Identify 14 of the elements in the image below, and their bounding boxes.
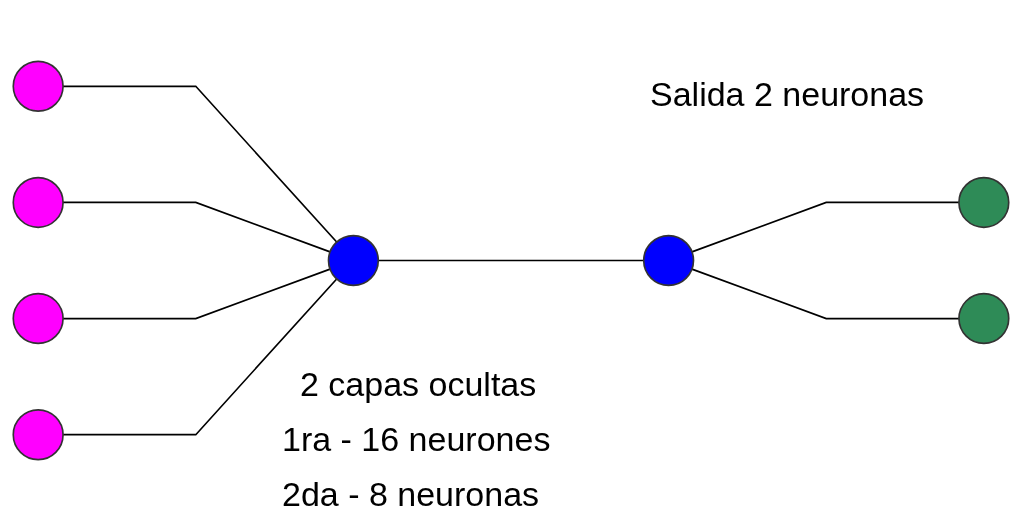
- node-circle: [12, 60, 64, 112]
- node-circle: [12, 292, 64, 345]
- node-circle: [642, 234, 695, 287]
- annotation-text: 2 capas ocultas: [300, 365, 537, 404]
- node-circle: [958, 292, 1010, 345]
- node-circle: [327, 234, 380, 287]
- annotation-text: 2da - 8 neuronas: [282, 475, 540, 514]
- node-circle: [958, 176, 1010, 229]
- annotation-text: 1ra - 16 neurones: [282, 420, 551, 459]
- node-circle: [12, 409, 64, 461]
- annotation-text: Salida 2 neuronas: [650, 75, 925, 114]
- connector: [691, 268, 960, 320]
- connector: [691, 201, 960, 253]
- node-circle: [12, 176, 64, 229]
